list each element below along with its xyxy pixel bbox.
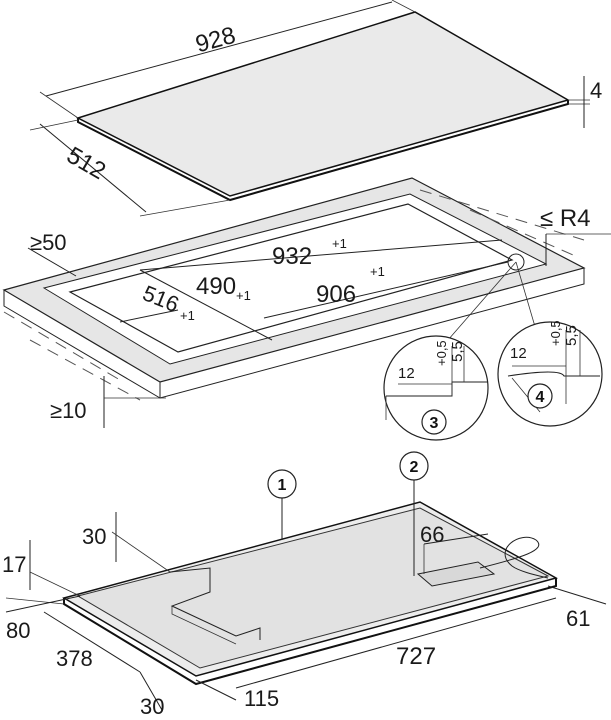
dim-727: 727: [396, 643, 436, 670]
dim-115: 115: [244, 686, 279, 711]
dim-932-tol: +1: [332, 236, 347, 251]
dim-932: 932: [272, 243, 312, 270]
callout-3: 3: [430, 415, 439, 432]
detail-4-dim-55: 5,5: [563, 325, 580, 346]
dim-line-727: [235, 597, 557, 689]
dim-80: 80: [6, 618, 30, 643]
dim-min-50: ≥50: [30, 230, 67, 255]
callout-2: 2: [410, 459, 419, 476]
dim-30-bottom: 30: [140, 694, 164, 719]
dim-378: 378: [56, 646, 93, 671]
worktop-cutout: ≥50 932 +1 490 +1 906 +1 516 +1 ≤ R4 ≥10: [2, 177, 611, 428]
dim-516-tol: +1: [180, 308, 195, 323]
dim-928: 928: [193, 22, 239, 58]
callout-1: 1: [278, 477, 287, 494]
dim-490-tol: +1: [236, 288, 251, 303]
dim-30-top: 30: [82, 524, 106, 549]
detail-3-dim-55: 5,5: [449, 341, 466, 362]
dim-17: 17: [2, 552, 26, 577]
dim-radius-r4: ≤ R4: [540, 205, 591, 232]
dim-line-932: [139, 239, 503, 271]
detail-4-tol: +0,5: [548, 320, 563, 346]
detail-3: 12 +0,5 5,5 3: [383, 335, 489, 441]
dim-61: 61: [566, 606, 590, 631]
detail-4: 12 +0,5 5,5 4: [497, 320, 603, 427]
appliance-underside: 1 2 30 66 17 80 378 30 727 115: [2, 451, 607, 719]
dim-906: 906: [316, 281, 356, 308]
callout-4-circle: [527, 383, 553, 409]
cooktop-glass-plate: 928 512 4: [29, 0, 602, 217]
detail-4-dim-12: 12: [510, 345, 527, 362]
detail-3-dim-12: 12: [398, 365, 415, 382]
detail-3-tol: +0,5: [434, 340, 449, 366]
dim-thickness-4: 4: [590, 78, 602, 103]
detail-marker: [507, 253, 525, 271]
dim-490: 490: [196, 273, 236, 300]
callout-3-circle: [421, 409, 447, 435]
dim-66: 66: [420, 522, 444, 547]
dim-min-10: ≥10: [50, 398, 87, 423]
dim-line-928: [45, 1, 393, 97]
dim-906-tol: +1: [370, 264, 385, 279]
callout-4: 4: [536, 389, 545, 406]
dim-line-906: [263, 261, 509, 319]
dim-line-512: [39, 123, 147, 213]
